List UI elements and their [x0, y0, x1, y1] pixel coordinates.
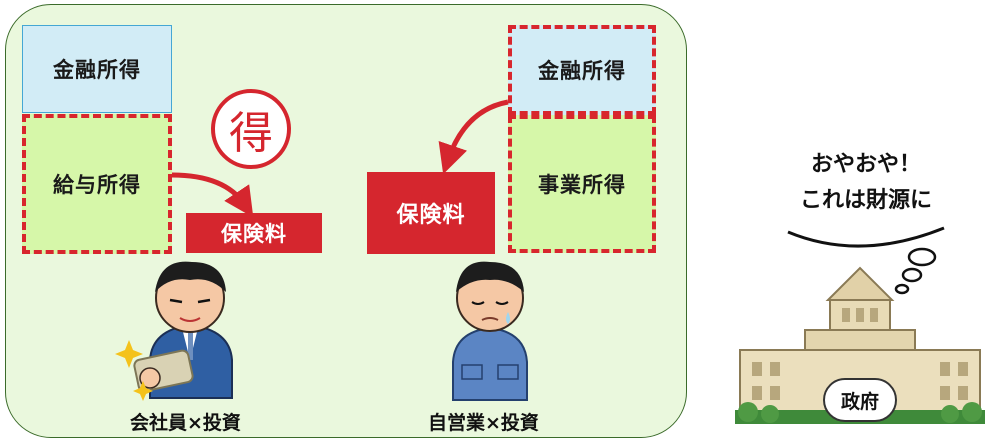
left-financial-income-box: 金融所得 [22, 25, 172, 113]
employee-illustration [115, 261, 233, 401]
government-label-badge: 政府 [823, 378, 897, 422]
right-premium-label: 保険料 [396, 203, 466, 228]
thought-bubble [787, 226, 945, 248]
right-premium-box: 保険料 [367, 172, 495, 254]
gain-stamp-label: 得 [229, 108, 273, 159]
left-financial-income-label: 金融所得 [53, 58, 141, 82]
right-business-income-label: 事業所得 [538, 173, 626, 197]
left-premium-box: 保険料 [186, 213, 322, 253]
left-salary-income-label: 給与所得 [53, 173, 141, 197]
left-salary-income-box: 給与所得 [22, 114, 172, 254]
government-label: 政府 [840, 390, 879, 413]
right-financial-income-label: 金融所得 [538, 59, 626, 83]
employee-label: 会社員×投資 [130, 412, 241, 434]
right-arrow [438, 99, 509, 175]
right-financial-income-box: 金融所得 [508, 25, 656, 115]
government-speech-line-1: おやおや！ [810, 152, 921, 177]
gain-stamp: 得 [211, 89, 291, 169]
self-employed-label: 自営業×投資 [428, 412, 539, 434]
self-employed-illustration [452, 261, 528, 401]
government-speech-line-2: これは財源に [799, 188, 932, 213]
left-arrow [171, 172, 254, 218]
right-business-income-box: 事業所得 [508, 115, 656, 253]
government-building-icon [735, 266, 985, 424]
left-premium-label: 保険料 [221, 222, 287, 246]
